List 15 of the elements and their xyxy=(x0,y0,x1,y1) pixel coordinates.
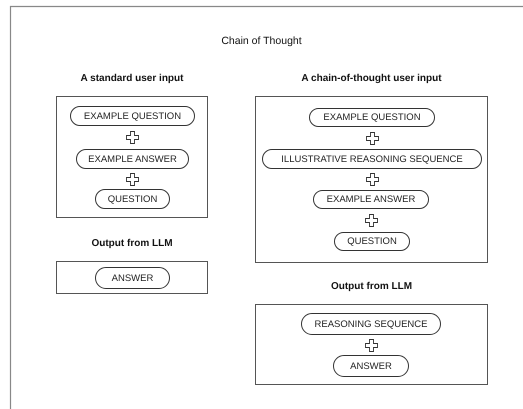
diagram-title: Chain of Thought xyxy=(220,35,303,47)
text-pill: ANSWER xyxy=(333,355,409,377)
text-pill: EXAMPLE QUESTION xyxy=(70,106,195,126)
text-pill: QUESTION xyxy=(334,232,410,251)
text-pill: ANSWER xyxy=(95,267,170,289)
text-pill: REASONING SEQUENCE xyxy=(301,313,441,335)
text-pill: ILLUSTRATIVE REASONING SEQUENCE xyxy=(262,149,482,169)
text-pill: EXAMPLE ANSWER xyxy=(313,190,429,209)
text-pill: EXAMPLE ANSWER xyxy=(76,149,189,169)
panel-heading: A chain-of-thought user input xyxy=(300,73,443,84)
text-pill: EXAMPLE QUESTION xyxy=(309,108,435,127)
panel-heading: Output from LLM xyxy=(90,238,174,249)
panel-heading: A standard user input xyxy=(80,73,184,84)
text-pill: QUESTION xyxy=(95,189,170,209)
panel-heading: Output from LLM xyxy=(330,281,414,292)
